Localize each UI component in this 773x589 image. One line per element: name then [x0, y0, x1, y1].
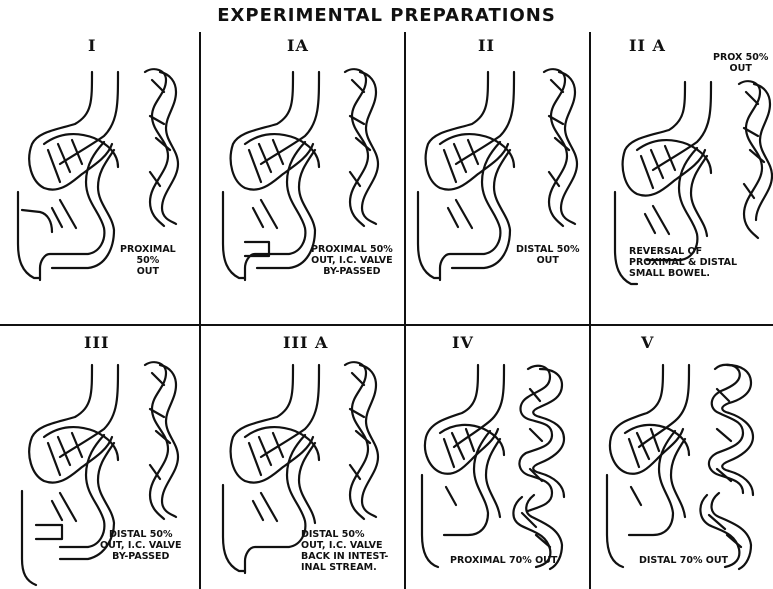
panel-III: III DISTAL 50% OUT, I.C. VALVE BY-PASSED	[0, 329, 200, 589]
panel-IIA: II A PROX 50% OUT REVERSAL OF PROXIMAL &…	[595, 32, 773, 292]
panel-caption: DISTAL 50% OUT, I.C. VALVE BY-PASSED	[100, 529, 182, 562]
panel-caption: DISTAL 50% OUT, I.C. VALVE BACK IN INTES…	[301, 529, 388, 573]
preparation-diagram	[595, 329, 773, 589]
preparation-diagram	[410, 32, 610, 292]
panel-IA: IA PROXIMAL 50% OUT, I.C. VALVE BY-PASSE…	[205, 32, 405, 292]
panel-II: II DISTAL 50% OUT	[410, 32, 610, 292]
panel-IV: IV PROXIMAL 70% OUT	[410, 329, 610, 589]
panel-caption: PROXIMAL 50% OUT, I.C. VALVE BY-PASSED	[311, 244, 393, 277]
panel-caption: DISTAL 50% OUT	[516, 244, 579, 266]
panel-V: V DISTAL 70% OUT	[595, 329, 773, 589]
preparation-diagram	[410, 329, 610, 589]
panel-caption: PROXIMAL 50% OUT	[120, 244, 176, 277]
panel-I: I PROXIMAL 50% OUT	[0, 32, 200, 292]
panel-IIIA: III A DISTAL 50% OUT, I.C. VALVE BACK IN…	[205, 329, 405, 589]
panel-caption: PROXIMAL 70% OUT	[450, 555, 557, 566]
figure-title: EXPERIMENTAL PREPARATIONS	[0, 5, 773, 26]
panel-caption: DISTAL 70% OUT	[639, 555, 728, 566]
panel-caption: REVERSAL OF PROXIMAL & DISTAL SMALL BOWE…	[629, 246, 737, 279]
